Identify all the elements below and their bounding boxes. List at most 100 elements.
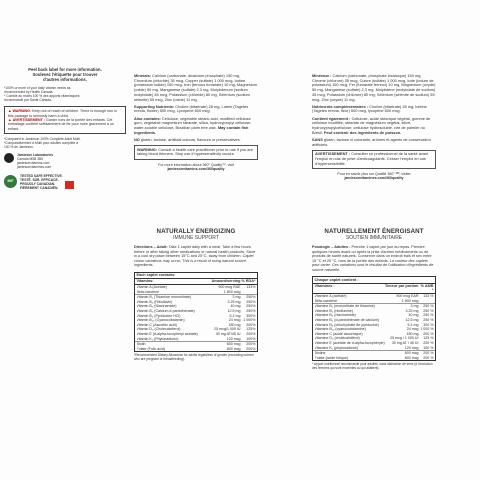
left-column: Peel back label for more information. So… [4,67,126,191]
minerals-fr: Minéraux : Calcium (carbonate, phosphate… [312,73,436,102]
nutrient-name: Folate (Folic acid) [136,346,166,351]
free-from-en: NO gluten, lactose, artificial colours, … [134,136,241,142]
nutrient-amount: 3.25 mg [227,299,241,304]
nutrient-rda: 250% [246,309,256,314]
nutrient-amount: 180 mg [228,322,241,327]
nutrient-name: Vitamin B₃ (Niacinamide) [136,304,177,309]
warning-label: AVERTISSEMENT : [12,117,46,122]
table-row: Vitamine B₁ (mononitrate de thiamine)3 m… [313,304,435,309]
panel-en-nutrition: NATURALLY ENERGIZING IMMUNE SUPPORT Dire… [134,228,258,362]
nutrient-name: Biotin [136,342,146,347]
nutrient-rda: 200 % [423,355,434,360]
nutrient-amount: 600 mcg [226,342,241,347]
nutrient-name: Vitamin E (d-alpha-tocopheryl acetate) [136,332,198,337]
more-info-fr: Pour en savoir plus sur Qualité 360° ᴹᴰ,… [312,172,436,181]
supporting-fr: Nutriments complémentaires : Choline (bi… [312,103,427,114]
also-contains-fr: Contient également : Cellulose, acide st… [312,115,431,135]
iron-warning-fr: ▲ AVERTISSEMENT : Garder hors de la port… [8,118,122,131]
minerals-en: Minerals: Calcium (carbonate, dicalcium … [134,73,258,102]
nutrient-name: Vitamin B₂ (Riboflavin) [136,299,173,304]
product-title-fr: NATURELLEMENT ÉNERGISANT [324,228,424,235]
compared-note: *Compared to Jamieson 100% Complete Adul… [4,137,126,149]
compared-line: *Compared to Jamieson 100% Complete Adul… [4,136,81,141]
product-title-en: NATURALLY ENERGIZING [156,228,236,235]
rda-line: * Comble au moins 100 % des apports vita… [4,94,80,99]
nutrient-rda: 100% [246,336,256,341]
nutrient-name: Vitamine A (acétate) [314,294,347,299]
seal-line: TESTED SAFE EFFECTIVE. [20,173,63,178]
nutrient-rda: 250 % [423,313,434,318]
nutrient-amount: 120 mcg [226,336,241,341]
jamieson-logo-icon [4,152,14,163]
supporting-en: Supporting Nutrients: Choline (bitartrat… [134,103,249,114]
nutrient-rda: 300% [246,313,256,318]
nutrient-rda: 200 % [423,331,434,336]
caution-box-fr: AVERTISSEMENT : Consulter un professionn… [312,149,436,169]
nutrient-name: Vitamin B₁₂ (Cyanocobalamin) [136,318,185,323]
warning-label: WARNING: [12,109,32,114]
nutrient-amount: 24 mcg [228,318,241,323]
nutrient-amount: 5.1 mg [229,313,241,318]
nutrient-amount: 120 mcg [404,345,419,350]
nutrient-rda: 200% [246,346,256,351]
nutrient-rda: 133 % [423,294,434,299]
more-info-text: Pour en savoir plus sur Qualité 360° ᴹᴰ,… [337,171,411,176]
caution-box-en: WARNING: Consult a health care practitio… [134,145,258,160]
table-column-headers: Vitamines : Teneur par portion % AMR * [313,284,435,295]
nutrient-name: Vitamine B₅ (d-pantothénate de calcium) [314,318,380,323]
nutrient-amount: 12.5 mg [227,309,241,314]
nutrient-rda: 300 % [423,322,434,327]
nutrient-name: Vitamine B₃ (niacinamide) [314,313,356,318]
nutrient-name: Vitamin B₆ (Pyridoxine HCl) [136,313,181,318]
nutrient-amount: 12,5 mg [405,318,419,323]
quality-url: jamiesonvitamines.com/360quality [344,176,404,181]
nutrient-amount: 600 mcg [404,351,419,356]
nutrient-amount: 900 mcg RAE [218,285,241,290]
nutrition-table-en: Each caplet contains: Vitamins: Amount/s… [134,271,258,353]
nutrient-rda: 200% [246,322,256,327]
nutrient-rda: 250 % [423,308,434,313]
table-heading: Each caplet contains: [135,273,257,279]
nutrient-amount: 3,25 mg [405,308,419,313]
peel-notice: Peel back label for more information. So… [4,67,126,82]
rda-note: *100% or more of your daily vitamin need… [4,86,126,102]
nutrient-rda: 200 % [423,341,434,346]
table-row: Vitamin B₆ (Pyridoxine HCl) 5.1 mg 300% [135,314,257,319]
nutrient-amount: 30 mg AT/45 IU [215,332,241,337]
seal-line: PROUDLY CANADIAN. [20,181,56,186]
compared-line: *Comparativement à Multi pour adultes co… [4,140,79,145]
nutrient-amount: 30 mg AT / 45 UI [391,341,419,346]
more-info-text: For more information about 360° Quality™… [158,162,234,167]
nutrient-name: Biotine [314,351,326,356]
nutrient-amount: 25 mcg / 1 000 UI [390,336,419,341]
nutrient-name: Vitamin B₁ (Thiamine mononitrate) [136,295,192,300]
nutrient-amount: 800 mcg [404,355,419,360]
seal-text: TESTED SAFE EFFECTIVE. TESTÉ. SÛR. EFFIC… [20,173,63,191]
directions-fr: Posologie – Adultes : Prendre 1 caplet p… [312,245,434,272]
table-row: Vitamine D₃ (cholécalciférol)25 mcg / 1 … [313,336,435,341]
nutrient-amount: 5,1 mg [407,322,419,327]
footnote-en: *Recommended Dietary Allowance for adult… [134,353,254,362]
seal-line: FIÈREMENT CANADIEN. [20,185,59,190]
col-rda: % AMR * [420,283,434,293]
nutrient-rda: 250 % [423,318,434,323]
company-name: Jamieson Laboratories [17,152,54,157]
maple-leaf-flag-icon [64,180,74,189]
seal-line: TESTÉ. SÛR. EFFICACE. [20,177,59,182]
360-quality-seal-icon: 360° [4,174,17,188]
nutrient-amount: 800 mcg [226,346,241,351]
peel-line: Peel back label for more information. [28,67,102,72]
nutrient-name: Vitamine E (acétate de d-alpha-tocophéry… [314,341,385,346]
nutrient-rda: 200% [246,332,256,337]
nutrient-amount: 1 800 mcg [401,298,419,303]
